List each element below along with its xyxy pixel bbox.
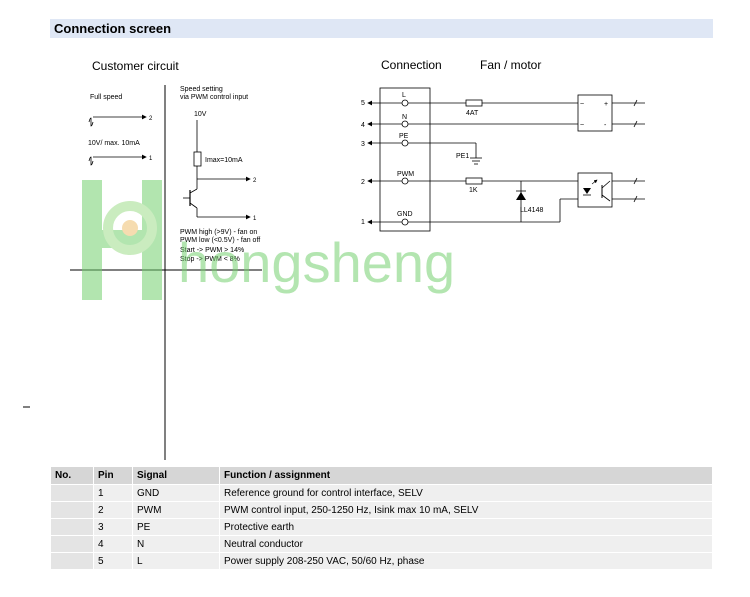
pin-number-4: 4 [361,122,365,129]
cell-function: Neutral conductor [219,535,713,553]
cell-no [50,518,94,536]
cell-no [50,552,94,570]
full-speed-label: Full speed [90,94,122,101]
cell-pin: 2 [93,501,133,519]
customer-circuit-title: Customer circuit [92,59,179,73]
cell-signal: PE [132,518,220,536]
pin-assignment-table: No. Pin Signal Function / assignment 1 G… [50,466,713,570]
pin-number-3: 3 [361,141,365,148]
cell-pin: 3 [93,518,133,536]
terminal-2a: 2 [149,116,153,122]
cell-function: Power supply 208-250 VAC, 50/60 Hz, phas… [219,552,713,570]
pin-label-n: N [402,114,407,121]
resistor-label: 1K [469,187,478,194]
table-row: 2 PWM PWM control input, 250-1250 Hz, Is… [50,501,713,519]
connection-diagram: Customer circuit Full speed 2 10V/ max. … [23,58,645,460]
diode-label: LL4148 [520,207,543,214]
table-row: 3 PE Protective earth [50,518,713,536]
speed-setting-line2: via PWM control input [180,94,248,101]
cell-signal: N [132,535,220,553]
terminal-2b: 2 [253,178,257,184]
fan-motor-title: Fan / motor [480,58,541,72]
table-row: 5 L Power supply 208-250 VAC, 50/60 Hz, … [50,552,713,570]
stop-note: Stop -> PWM < 8% [180,256,240,263]
pe1-label: PE1 [456,153,469,160]
header-function: Function / assignment [219,466,713,485]
cell-pin: 5 [93,552,133,570]
header-no: No. [50,466,94,485]
optocoupler-box [577,172,613,208]
connector-block [379,87,431,232]
voltage-10v-label: 10V [194,111,207,118]
rectifier-ac1: ~ [580,101,584,108]
rectifier-ac2: ~ [580,122,584,129]
pwm-low-note: PWM low (<0.5V) - fan off [180,237,260,244]
fuse-label: 4AT [466,110,479,117]
cell-no [50,484,94,502]
connection-title: Connection [381,58,442,72]
cell-signal: PWM [132,501,220,519]
pin-number-1: 1 [361,219,365,226]
pwm-high-note: PWM high (>9V) - fan on [180,229,257,236]
table-row: 4 N Neutral conductor [50,535,713,553]
start-note: Start -> PWM > 14% [180,247,244,254]
cell-no [50,535,94,553]
speed-setting-line1: Speed setting [180,86,223,93]
pin-label-gnd: GND [397,211,413,218]
terminal-1a: 1 [149,156,153,162]
max-current-label: 10V/ max. 10mA [88,140,140,147]
cell-function: Protective earth [219,518,713,536]
section-title: Connection screen [50,19,713,38]
rectifier-plus: + [604,101,608,108]
pin-label-l: L [402,92,406,99]
imax-label: Imax=10mA [205,157,243,164]
cell-signal: GND [132,484,220,502]
rectifier-box [577,94,613,132]
pin-label-pe: PE [399,133,409,140]
cell-function: Reference ground for control interface, … [219,484,713,502]
cell-pin: 1 [93,484,133,502]
cell-function: PWM control input, 250-1250 Hz, Isink ma… [219,501,713,519]
pin-label-pwm: PWM [397,171,414,178]
cell-pin: 4 [93,535,133,553]
rectifier-minus: - [604,122,607,129]
pin-number-5: 5 [361,100,365,107]
header-signal: Signal [132,466,220,485]
pin-number-2: 2 [361,179,365,186]
header-pin: Pin [93,466,133,485]
table-row: 1 GND Reference ground for control inter… [50,484,713,502]
cell-no [50,501,94,519]
table-header-row: No. Pin Signal Function / assignment [50,466,713,485]
cell-signal: L [132,552,220,570]
terminal-1b: 1 [253,216,257,222]
